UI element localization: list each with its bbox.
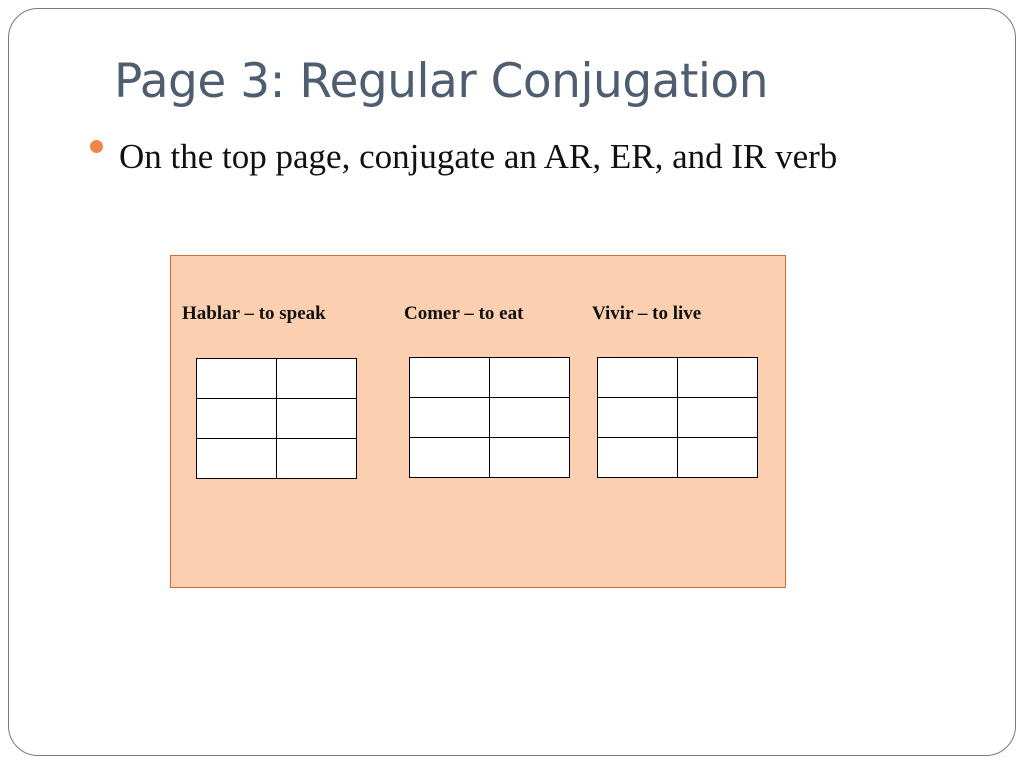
grid-cell: [409, 437, 490, 478]
grid-cell: [597, 357, 678, 398]
verb-label-vivir: Vivir – to live: [592, 303, 702, 324]
grid-cell: [597, 437, 678, 478]
grid-cell: [276, 438, 357, 479]
grid-cell: [196, 438, 277, 479]
grid-cell: [276, 398, 357, 439]
bullet-dot-icon: [90, 140, 103, 153]
conjugation-grid-comer: [409, 357, 570, 478]
grid-cell: [409, 357, 490, 398]
grid-cell: [489, 437, 570, 478]
conjugation-grid-vivir: [597, 357, 758, 478]
verb-label-comer: Comer – to eat: [404, 303, 524, 324]
grid-cell: [196, 358, 277, 399]
grid-cell: [276, 358, 357, 399]
grid-cell: [489, 357, 570, 398]
conjugation-grid-hablar: [196, 358, 357, 479]
verb-label-hablar: Hablar – to speak: [182, 303, 326, 324]
grid-cell: [409, 397, 490, 438]
slide-title: Page 3: Regular Conjugation: [114, 54, 768, 109]
bullet-text: On the top page, conjugate an AR, ER, an…: [119, 137, 838, 176]
grid-cell: [677, 357, 758, 398]
grid-cell: [677, 437, 758, 478]
grid-cell: [196, 398, 277, 439]
conjugation-box: Hablar – to speak Comer – to eat Vivir –…: [170, 255, 786, 588]
grid-cell: [597, 397, 678, 438]
grid-cell: [677, 397, 758, 438]
grid-cell: [489, 397, 570, 438]
